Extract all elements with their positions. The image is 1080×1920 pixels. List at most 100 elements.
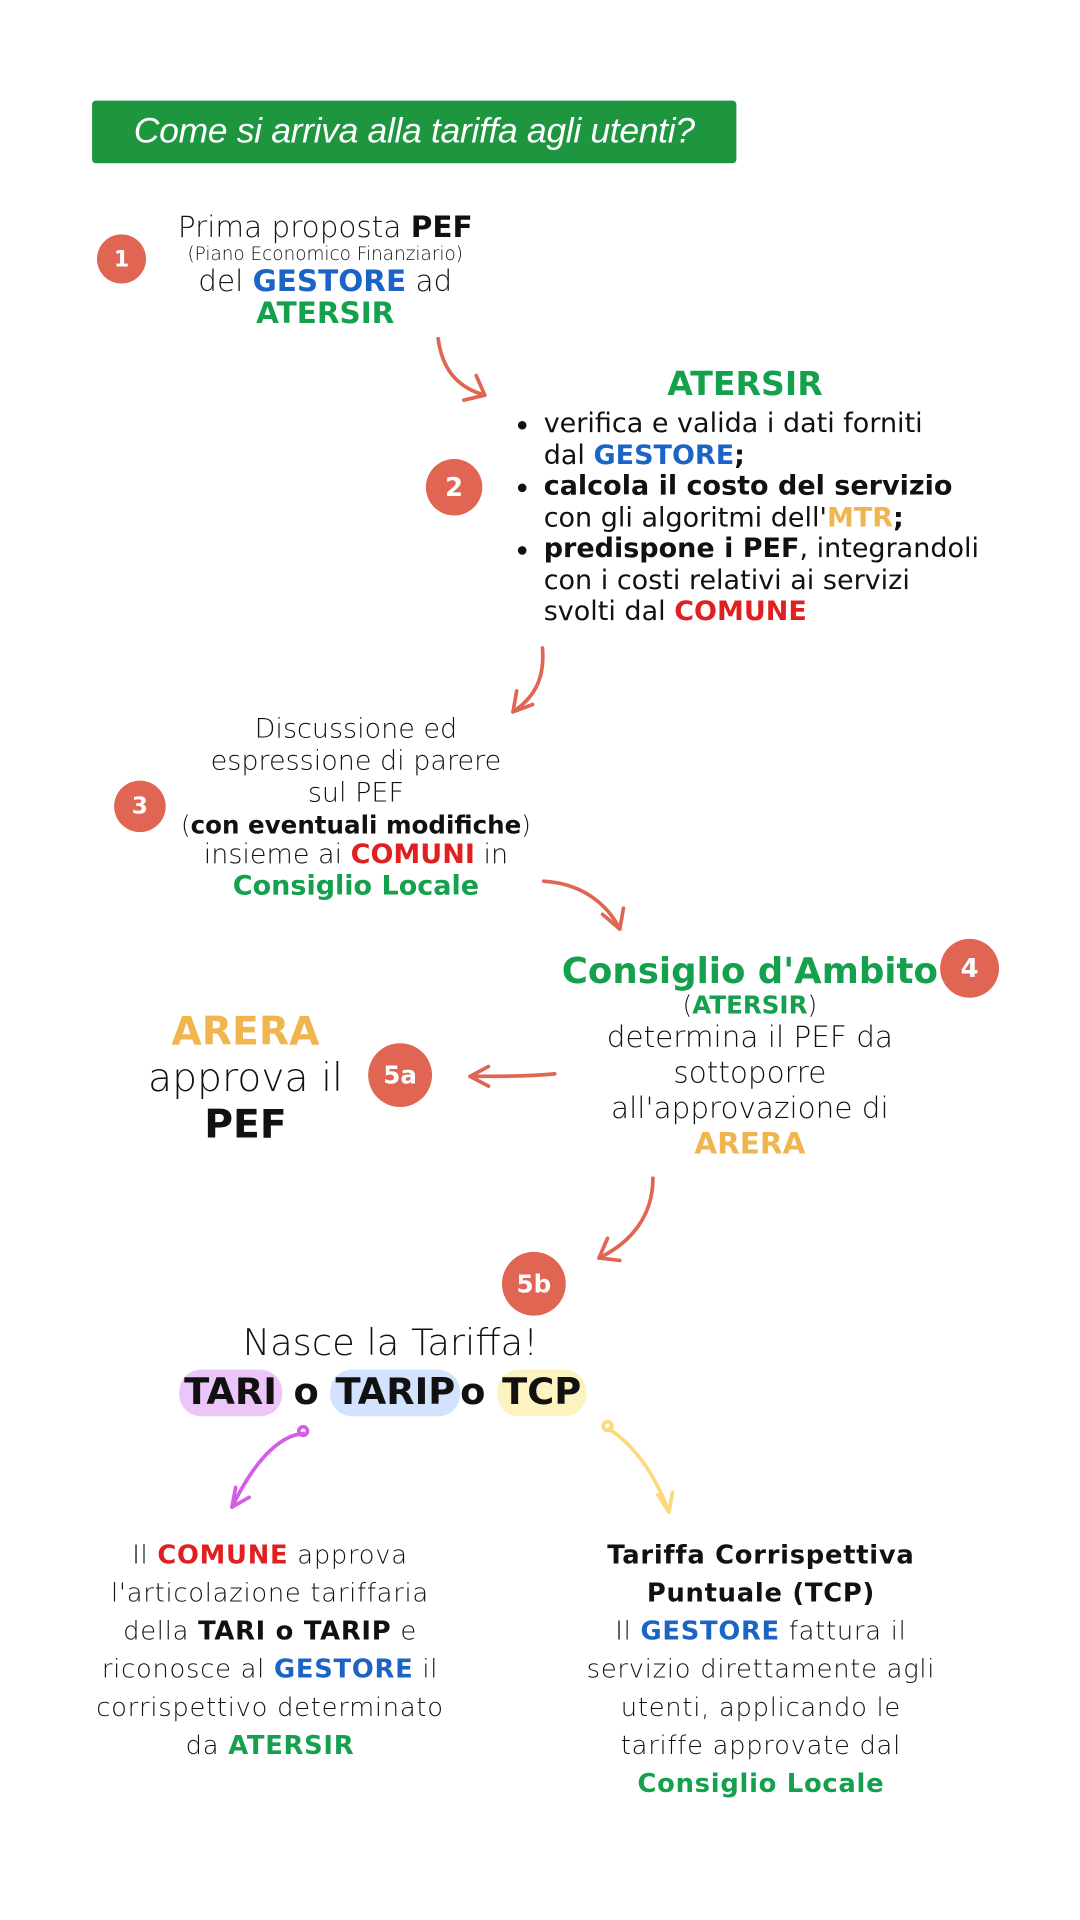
text-line: all'approvazione di bbox=[562, 1091, 938, 1127]
text-line: (Piano Economico Finanziario) bbox=[178, 243, 473, 265]
text-line: PEF bbox=[148, 1101, 343, 1148]
arrow-4-to-5a-icon bbox=[468, 1064, 557, 1089]
text-line: ARERA bbox=[562, 1127, 938, 1163]
text-line: della TARI o TARIP e bbox=[96, 1613, 444, 1651]
text-segment: Puntuale (TCP) bbox=[646, 1578, 876, 1608]
text-line: con i costi relativi ai servizi bbox=[544, 565, 979, 596]
text-line: espressione di parere bbox=[181, 746, 531, 778]
text-segment: ) bbox=[521, 810, 531, 840]
highlight-comune: COMUNE bbox=[157, 1540, 289, 1570]
text-segment: ( bbox=[682, 990, 693, 1020]
text-segment: PEF bbox=[204, 1100, 287, 1148]
text-segment: corrispettivo determinato bbox=[96, 1692, 444, 1722]
highlight-comune: COMUNE bbox=[674, 596, 807, 628]
step-badge-1: 1 bbox=[96, 234, 147, 284]
text-segment: TARI o TARIP bbox=[198, 1616, 392, 1646]
text-segment: servizio direttamente agli bbox=[586, 1654, 936, 1684]
step-5b-heading: Nasce la Tariffa! bbox=[242, 1321, 538, 1365]
text-line: Puntuale (TCP) bbox=[587, 1575, 936, 1613]
text-line: da ATERSIR bbox=[96, 1727, 444, 1765]
text-segment: fattura il bbox=[779, 1616, 907, 1646]
text-line: insieme ai COMUNI in bbox=[181, 839, 531, 871]
text-segment: insieme ai bbox=[203, 839, 351, 871]
text-segment: con i costi relativi ai servizi bbox=[543, 565, 910, 596]
pill-tarip: TARIP bbox=[330, 1369, 461, 1417]
text-segment: l'articolazione tariffaria bbox=[111, 1578, 429, 1608]
step-1-text: Prima proposta PEF(Piano Economico Finan… bbox=[178, 211, 473, 329]
arrow-1-to-2-icon bbox=[436, 336, 487, 402]
text-line: svolti dal COMUNE bbox=[544, 596, 979, 627]
highlight-consiglio-locale: Consiglio Locale bbox=[637, 1768, 885, 1798]
or-label: o bbox=[293, 1370, 319, 1414]
highlight-atersir: ATERSIR bbox=[256, 295, 395, 331]
text-line: calcola il costo del servizio bbox=[544, 471, 979, 502]
text-segment: il bbox=[413, 1654, 439, 1684]
text-line: sul PEF bbox=[181, 778, 531, 810]
text-line: servizio direttamente agli bbox=[587, 1651, 936, 1689]
text-line: Consiglio d'Ambito bbox=[562, 951, 938, 990]
text-segment: all'approvazione di bbox=[611, 1091, 889, 1126]
text-segment: con gli algoritmi dell' bbox=[543, 502, 827, 534]
text-segment: della bbox=[123, 1616, 199, 1646]
highlight-consiglio-d-ambito: Consiglio d'Ambito bbox=[561, 949, 938, 992]
step-4-text: Consiglio d'Ambito(ATERSIR)determina il … bbox=[562, 951, 938, 1162]
arrow-to-tari-icon bbox=[230, 1424, 310, 1509]
text-segment: predispone i PEF bbox=[543, 533, 800, 565]
step-badge-5b: 5b bbox=[501, 1251, 566, 1316]
text-segment: , integrandoli bbox=[799, 533, 980, 565]
highlight-gestore: GESTORE bbox=[274, 1654, 414, 1684]
text-line: riconosce al GESTORE il bbox=[96, 1651, 444, 1689]
highlight-gestore: GESTORE bbox=[640, 1616, 780, 1646]
highlight-atersir: ATERSIR bbox=[692, 990, 808, 1020]
highlight-atersir: ATERSIR bbox=[228, 1730, 355, 1760]
text-segment: in bbox=[474, 839, 509, 871]
text-line: Il COMUNE approva bbox=[96, 1537, 444, 1575]
step-badge-3: 3 bbox=[114, 780, 166, 833]
text-segment: calcola il costo del servizio bbox=[543, 471, 953, 502]
text-segment: Discussione ed bbox=[254, 714, 458, 745]
text-segment: del bbox=[198, 263, 253, 299]
arrow-2-to-3-icon bbox=[511, 646, 545, 714]
text-line: sottoporre bbox=[562, 1055, 938, 1091]
text-segment: dal bbox=[543, 439, 594, 471]
text-line: (con eventuali modifiche) bbox=[181, 810, 531, 839]
text-line: Tariffa Corrispettiva bbox=[587, 1537, 936, 1575]
text-line: approva il bbox=[148, 1054, 343, 1101]
title-banner: Come si arriva alla tariffa agli utenti? bbox=[92, 100, 737, 164]
text-line: Discussione ed bbox=[181, 714, 531, 746]
text-line: Consiglio Locale bbox=[587, 1765, 936, 1803]
text-segment: svolti dal bbox=[543, 596, 675, 628]
highlight-mtr: MTR bbox=[826, 502, 894, 534]
text-segment: ; bbox=[734, 439, 745, 471]
step-2-heading: ATERSIR bbox=[667, 365, 823, 404]
text-line: del GESTORE ad bbox=[178, 265, 473, 297]
text-segment: riconosce al bbox=[101, 1654, 275, 1684]
text-segment: Tariffa Corrispettiva bbox=[607, 1540, 915, 1570]
arrow-to-tcp-icon bbox=[601, 1419, 675, 1514]
text-segment: utenti, applicando le bbox=[620, 1692, 902, 1722]
text-line: ARERA bbox=[148, 1008, 343, 1055]
text-segment: ( bbox=[181, 810, 191, 840]
highlight-gestore: GESTORE bbox=[252, 263, 407, 299]
text-line: ATERSIR bbox=[178, 297, 473, 329]
highlight-consiglio-locale: Consiglio Locale bbox=[232, 871, 480, 903]
text-segment: determina il PEF da bbox=[606, 1019, 893, 1055]
text-line: (ATERSIR) bbox=[562, 990, 938, 1019]
step-badge-5a: 5a bbox=[368, 1043, 433, 1108]
text-segment: Prima proposta bbox=[177, 209, 411, 245]
text-segment: verifica e valida i dati forniti bbox=[543, 408, 923, 440]
highlight-gestore: GESTORE bbox=[593, 439, 735, 471]
highlight-arera: ARERA bbox=[171, 1007, 320, 1055]
arrow-4-to-5b-icon bbox=[597, 1176, 655, 1263]
text-segment: Il bbox=[615, 1616, 641, 1646]
arrow-3-to-4-icon bbox=[541, 879, 626, 931]
text-segment: ad bbox=[406, 263, 453, 299]
